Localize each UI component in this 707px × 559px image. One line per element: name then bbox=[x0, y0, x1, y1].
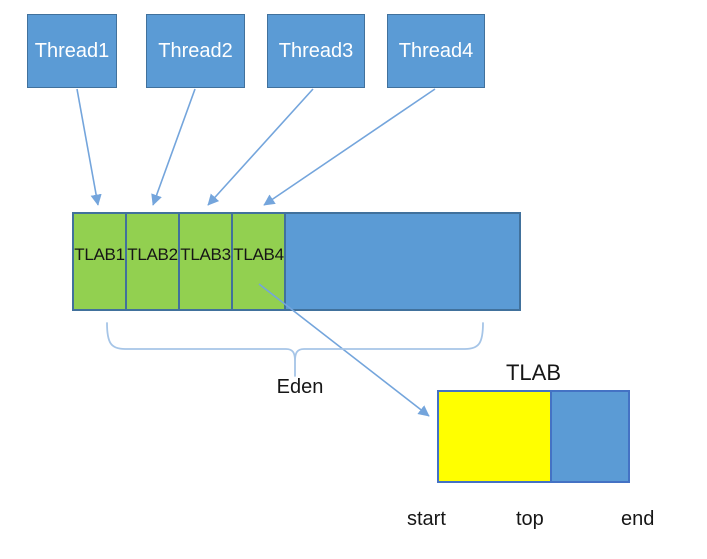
eden-bar: TLAB1 TLAB2 TLAB3 TLAB4 bbox=[72, 212, 521, 311]
eden-brace bbox=[106, 322, 484, 377]
tlab-used-region bbox=[439, 392, 552, 481]
tlab-detail-box bbox=[437, 390, 630, 483]
tlab4-cell: TLAB4 bbox=[233, 214, 286, 309]
thread3-to-tlab3-arrow bbox=[207, 88, 314, 206]
eden-label: Eden bbox=[276, 376, 324, 398]
thread2-to-tlab2-arrow bbox=[151, 88, 196, 206]
end-pointer-label: end bbox=[621, 508, 655, 530]
thread1-to-tlab1-arrow bbox=[76, 88, 102, 206]
eden-free-space bbox=[286, 214, 519, 309]
thread2-label: Thread2 bbox=[158, 39, 233, 62]
top-pointer-label: top bbox=[516, 508, 544, 530]
thread3-box: Thread3 bbox=[267, 14, 365, 88]
thread4-to-tlab4-arrow bbox=[263, 88, 436, 206]
tlab-detail-title: TLAB bbox=[505, 360, 562, 385]
tlab3-cell: TLAB3 bbox=[180, 214, 233, 309]
start-pointer-label: start bbox=[407, 508, 446, 530]
thread4-box: Thread4 bbox=[387, 14, 485, 88]
tlab1-cell: TLAB1 bbox=[74, 214, 127, 309]
thread1-label: Thread1 bbox=[34, 39, 110, 62]
thread4-label: Thread4 bbox=[398, 39, 474, 62]
tlab-free-region bbox=[552, 392, 628, 481]
thread1-box: Thread1 bbox=[27, 14, 117, 88]
thread2-box: Thread2 bbox=[146, 14, 245, 88]
thread3-label: Thread3 bbox=[278, 39, 354, 62]
tlab2-cell: TLAB2 bbox=[127, 214, 180, 309]
